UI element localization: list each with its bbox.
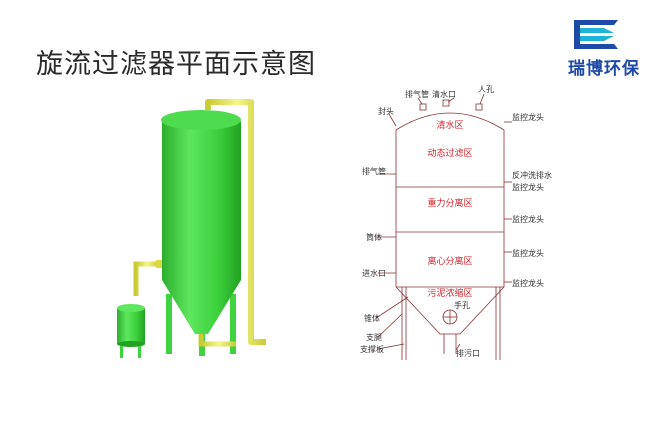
zone-sludge-concentration: 污泥浓缩区 bbox=[427, 287, 472, 299]
label-support-plate: 支撑板 bbox=[360, 344, 384, 354]
logo-text: 瑞博环保 bbox=[568, 59, 640, 79]
label-barrel: 筒体 bbox=[366, 232, 382, 242]
zone-clear-water: 清水区 bbox=[436, 119, 463, 131]
label-inlet: 进水口 bbox=[362, 268, 386, 278]
inlet-pipe bbox=[133, 261, 158, 296]
filter-schematic: 清水区 动态过滤区 重力分离区 离心分离区 污泥浓缩区 排气管 清水口 人孔 封… bbox=[360, 85, 552, 360]
label-backwash-drain: 反冲洗排水 bbox=[512, 170, 552, 180]
label-cone: 锥体 bbox=[364, 313, 380, 323]
label-vent-pipe-top: 排气管 bbox=[405, 89, 429, 99]
company-logo: 瑞博环保 bbox=[556, 16, 652, 79]
label-monitor-valve-5: 监控龙头 bbox=[512, 278, 544, 288]
label-monitor-valve-2: 监控龙头 bbox=[512, 182, 544, 192]
rb-wave-mark-icon bbox=[574, 20, 618, 49]
aux-tank-body bbox=[117, 308, 145, 344]
schematic-cone bbox=[395, 286, 505, 335]
page-title: 旋流过滤器平面示意图 bbox=[36, 49, 316, 80]
zone-gravity-separation: 重力分离区 bbox=[427, 197, 472, 209]
outlet-pipe bbox=[205, 99, 266, 345]
label-sludge-outlet: 排污口 bbox=[456, 348, 480, 358]
label-leg: 支腿 bbox=[366, 332, 382, 342]
label-monitor-valve-4: 监控龙头 bbox=[512, 248, 544, 258]
label-hand-hole: 手孔 bbox=[454, 300, 470, 310]
label-vent-pipe-side: 排气管 bbox=[362, 166, 386, 176]
label-head: 封头 bbox=[378, 106, 394, 116]
aux-tank-leg bbox=[120, 346, 123, 358]
aux-tank-bottom bbox=[117, 341, 145, 347]
tank-leg bbox=[166, 294, 172, 354]
tank-leg bbox=[230, 294, 236, 354]
schematic-head bbox=[395, 112, 505, 131]
drain-pipe bbox=[198, 334, 236, 347]
label-manhole: 人孔 bbox=[478, 85, 494, 94]
tank-body bbox=[162, 112, 241, 280]
label-monitor-valve-1: 监控龙头 bbox=[512, 112, 544, 122]
filter-3d-illustration bbox=[100, 99, 266, 359]
tank-cone bbox=[162, 280, 241, 334]
zone-dynamic-filter: 动态过滤区 bbox=[427, 147, 472, 159]
pipe-flange bbox=[156, 260, 162, 268]
zone-centrifugal-separation: 离心分离区 bbox=[427, 255, 472, 267]
aux-tank-top bbox=[117, 304, 145, 312]
label-monitor-valve-3: 监控龙头 bbox=[512, 214, 544, 224]
tank-top-cap bbox=[161, 110, 241, 130]
label-clear-water-port: 清水口 bbox=[432, 89, 456, 99]
